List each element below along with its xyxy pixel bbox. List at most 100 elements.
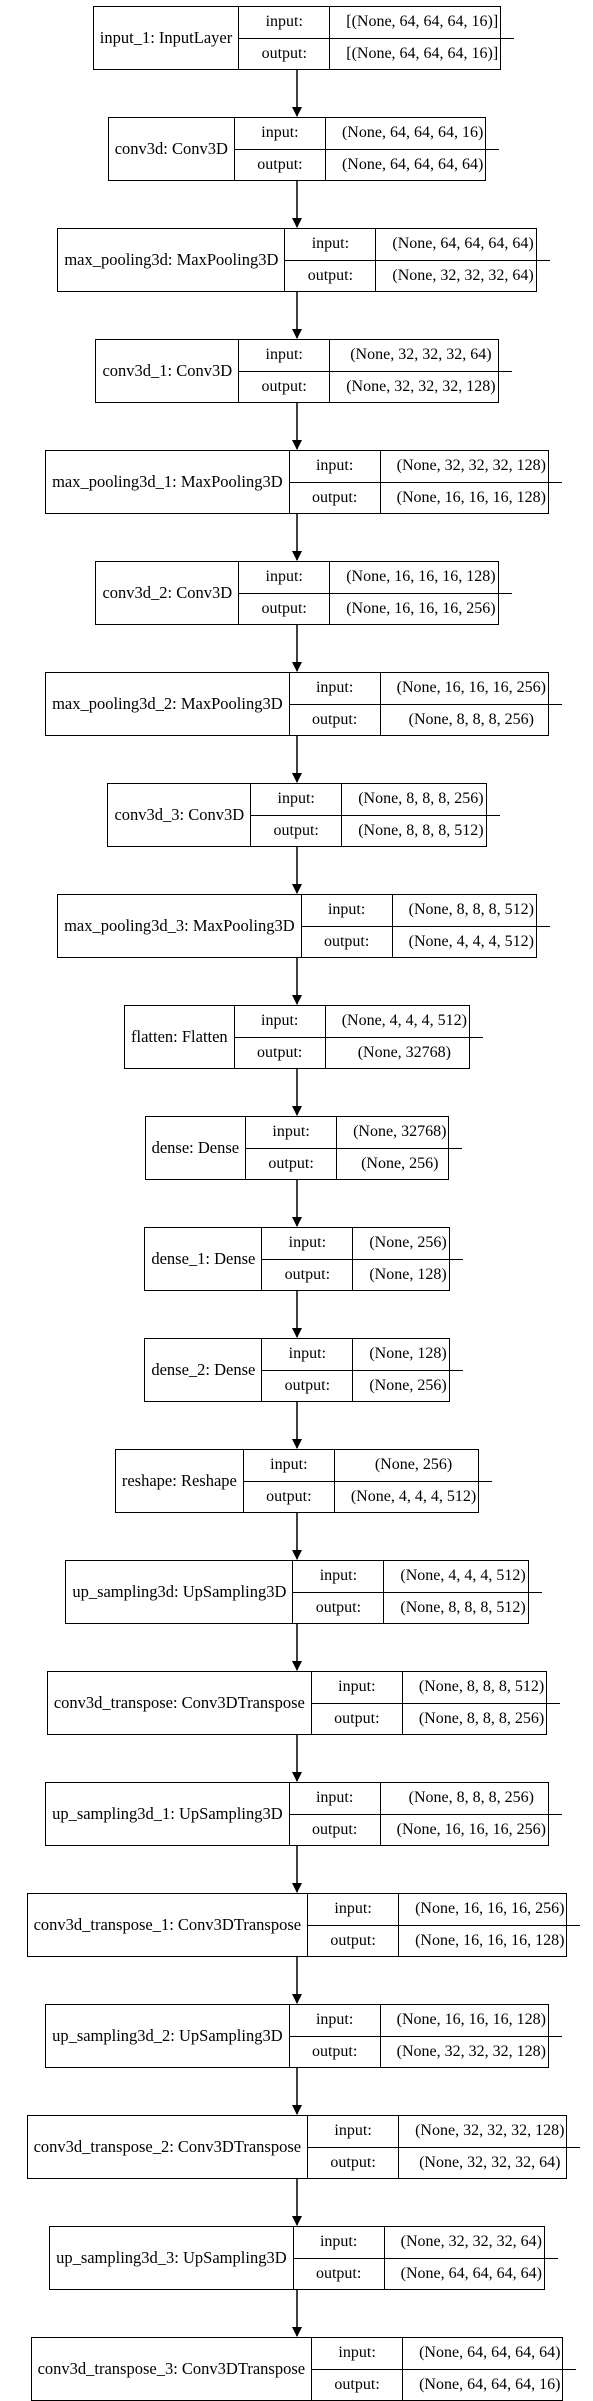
io-shapes: input:(None, 32768)output:(None, 256)	[245, 1117, 463, 1179]
output-row: output:(None, 4, 4, 4, 512)	[300, 925, 550, 957]
layer-name: conv3d_transpose: Conv3DTranspose	[53, 1693, 305, 1712]
input-row: input:(None, 32768)	[245, 1117, 462, 1148]
input-label: input:	[261, 1228, 352, 1259]
output-row: output:(None, 4, 4, 4, 512)	[242, 1480, 493, 1512]
output-label: output:	[245, 1148, 336, 1179]
input-label: input:	[310, 1672, 402, 1703]
output-row: output:(None, 64, 64, 64, 64)	[292, 2257, 558, 2289]
layer-node: conv3d_transpose_2: Conv3DTranspose input…	[26, 2115, 581, 2179]
input-label: input:	[238, 340, 329, 371]
io-shapes: input:(None, 4, 4, 4, 512)output:(None, …	[233, 1006, 483, 1068]
input-label: input:	[238, 7, 329, 38]
input-label: input:	[288, 2005, 380, 2036]
output-label: output:	[238, 38, 329, 69]
output-shape: (None, 64, 64, 64, 64)	[383, 2258, 558, 2289]
output-label: output:	[261, 1370, 352, 1401]
layer-node: max_pooling3d_2: MaxPooling3D input:(None…	[45, 672, 562, 736]
input-shape: (None, 128)	[352, 1339, 462, 1370]
output-shape: (None, 8, 8, 8, 512)	[383, 1592, 541, 1623]
input-row: input:(None, 32, 32, 32, 128)	[307, 2116, 580, 2147]
layer-name: dense: Dense	[151, 1138, 240, 1157]
output-shape: (None, 64, 64, 64, 64)	[324, 149, 499, 180]
output-row: output:(None, 32, 32, 32, 128)	[288, 2035, 562, 2067]
input-label: input:	[288, 1783, 380, 1814]
input-label: input:	[307, 2116, 398, 2147]
output-shape: [(None, 64, 64, 64, 16)]	[329, 38, 514, 69]
layer-name: up_sampling3d: UpSampling3D	[72, 1582, 287, 1601]
layer-name: reshape: Reshape	[121, 1471, 237, 1490]
output-row: output:(None, 32, 32, 32, 128)	[238, 370, 512, 402]
output-label: output:	[238, 593, 329, 624]
io-shapes: input:(None, 32, 32, 32, 128)output:(Non…	[288, 451, 562, 513]
output-shape: (None, 4, 4, 4, 512)	[333, 1481, 492, 1512]
layer-node: conv3d_2: Conv3D input:(None, 16, 16, 16,…	[95, 561, 512, 625]
io-shapes: input:(None, 8, 8, 8, 256)output:(None, …	[288, 1783, 562, 1845]
input-label: input:	[292, 2227, 384, 2258]
input-row: input:(None, 256)	[261, 1228, 462, 1259]
output-row: output:(None, 32, 32, 32, 64)	[307, 2146, 581, 2178]
layer-node: conv3d_1: Conv3D input:(None, 32, 32, 32,…	[95, 339, 512, 403]
output-shape: (None, 16, 16, 16, 128)	[379, 482, 562, 513]
output-label: output:	[261, 1259, 352, 1290]
layer-name: conv3d: Conv3D	[114, 139, 228, 158]
output-row: output:[(None, 64, 64, 64, 16)]	[238, 37, 515, 69]
input-label: input:	[261, 1339, 352, 1370]
input-label: input:	[292, 1561, 383, 1592]
output-label: output:	[292, 1592, 383, 1623]
input-shape: (None, 16, 16, 16, 128)	[379, 2005, 562, 2036]
input-row: input:(None, 32, 32, 32, 128)	[288, 451, 562, 482]
output-shape: (None, 8, 8, 8, 256)	[401, 1703, 560, 1734]
output-row: output:(None, 16, 16, 16, 256)	[288, 1813, 562, 1845]
input-label: input:	[284, 229, 375, 260]
layer-name: conv3d_2: Conv3D	[102, 583, 233, 602]
io-shapes: input:(None, 256)output:(None, 4, 4, 4, …	[242, 1450, 493, 1512]
output-shape: (None, 8, 8, 8, 512)	[341, 815, 499, 846]
input-row: input:(None, 16, 16, 16, 128)	[238, 562, 511, 593]
input-row: input:(None, 32, 32, 32, 64)	[292, 2227, 558, 2258]
io-shapes: input:(None, 32, 32, 32, 64)output:(None…	[292, 2227, 558, 2289]
input-shape: (None, 32, 32, 32, 128)	[398, 2116, 580, 2147]
layer-name: conv3d_1: Conv3D	[102, 361, 233, 380]
output-row: output:(None, 8, 8, 8, 512)	[250, 814, 500, 846]
input-label: input:	[288, 451, 380, 482]
input-shape: (None, 64, 64, 64, 64)	[375, 229, 549, 260]
output-label: output:	[238, 371, 329, 402]
io-shapes: input:(None, 128)output:(None, 256)	[261, 1339, 463, 1401]
output-label: output:	[292, 2258, 384, 2289]
layer-name: conv3d_transpose_3: Conv3DTranspose	[37, 2359, 306, 2378]
input-label: input:	[288, 673, 380, 704]
layer-name: max_pooling3d_2: MaxPooling3D	[52, 694, 283, 713]
layer-name: up_sampling3d_1: UpSampling3D	[52, 1804, 283, 1823]
input-shape: (None, 16, 16, 16, 256)	[398, 1894, 580, 1925]
layer-name: conv3d_transpose_2: Conv3DTranspose	[33, 2137, 302, 2156]
output-row: output:(None, 16, 16, 16, 128)	[307, 1924, 581, 1956]
layer-name: up_sampling3d_2: UpSampling3D	[52, 2026, 283, 2045]
input-shape: (None, 64, 64, 64, 64)	[402, 2338, 576, 2369]
output-row: output:(None, 8, 8, 8, 512)	[292, 1591, 542, 1623]
output-label: output:	[311, 2369, 402, 2400]
output-row: output:(None, 256)	[245, 1147, 463, 1179]
layer-node: dense: Dense input:(None, 32768)output:(N…	[144, 1116, 463, 1180]
input-shape: (None, 16, 16, 16, 256)	[379, 673, 562, 704]
output-shape: (None, 4, 4, 4, 512)	[391, 926, 550, 957]
output-shape: (None, 16, 16, 16, 128)	[398, 1925, 580, 1956]
output-shape: (None, 256)	[336, 1148, 462, 1179]
input-shape: (None, 256)	[352, 1228, 462, 1259]
layer-node: up_sampling3d_1: UpSampling3D input:(None…	[45, 1782, 562, 1846]
output-label: output:	[284, 260, 375, 291]
input-shape: (None, 32, 32, 32, 64)	[383, 2227, 558, 2258]
input-row: input:(None, 32, 32, 32, 64)	[238, 340, 511, 371]
input-row: input:(None, 64, 64, 64, 64)	[311, 2338, 576, 2369]
input-row: input:(None, 8, 8, 8, 512)	[300, 895, 550, 926]
output-label: output:	[250, 815, 341, 846]
output-shape: (None, 8, 8, 8, 256)	[379, 704, 562, 735]
